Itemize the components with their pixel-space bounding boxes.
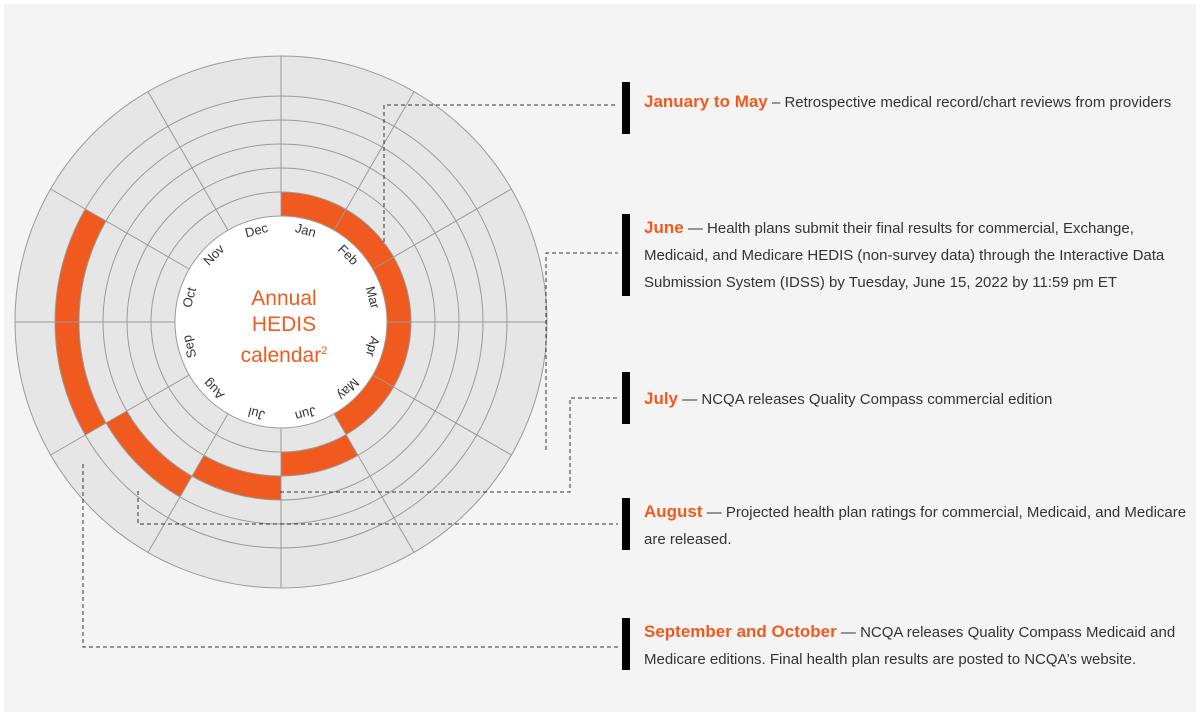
- month-label-apr: Apr: [363, 335, 383, 359]
- leader-line-4: [137, 491, 618, 525]
- title-line-3: calendar2: [214, 338, 354, 369]
- event-text: August — Projected health plan ratings f…: [644, 498, 1189, 553]
- title-line-1: Annual: [251, 287, 317, 310]
- event-description: Projected health plan ratings for commer…: [644, 504, 1187, 548]
- event-text: July — NCQA releases Quality Compass com…: [644, 385, 1189, 413]
- highlight-arc-1: [281, 192, 411, 435]
- month-spoke: [147, 413, 229, 553]
- month-label-jul: Jul: [246, 404, 266, 423]
- month-spoke: [333, 413, 415, 553]
- event-text: January to May – Retrospective medical r…: [644, 88, 1189, 116]
- event-separator: —: [840, 624, 856, 641]
- event-text: June — Health plans submit their final r…: [644, 214, 1189, 296]
- event-separator: —: [682, 391, 698, 408]
- month-spoke: [50, 188, 190, 270]
- month-spoke: [372, 374, 512, 456]
- title-superscript: 2: [321, 345, 328, 357]
- event-marker-bar: [622, 618, 630, 670]
- event-text: September and October — NCQA releases Qu…: [644, 618, 1189, 673]
- event-description: NCQA releases Quality Compass Medicaid a…: [644, 624, 1176, 668]
- event-heading: September and October: [644, 622, 837, 641]
- event-heading: January to May: [644, 92, 768, 111]
- highlight-arc-3: [192, 455, 281, 500]
- title-line-2: HEDIS: [251, 313, 317, 336]
- event-description: NCQA releases Quality Compass commercial…: [701, 391, 1053, 408]
- leader-line-2: [545, 252, 618, 450]
- event-marker-bar: [622, 498, 630, 550]
- event-separator: —: [687, 220, 703, 237]
- event-heading: July: [644, 389, 679, 408]
- leader-line-5: [82, 464, 618, 648]
- month-spoke: [333, 91, 415, 231]
- wheel-center: [174, 215, 388, 429]
- event-heading: August: [644, 502, 703, 521]
- event-description: Retrospective medical record/chart revie…: [784, 94, 1172, 111]
- month-label-dec: Dec: [243, 220, 270, 241]
- event-marker-bar: [622, 82, 630, 134]
- month-label-oct: Oct: [179, 285, 199, 309]
- event-separator: –: [771, 94, 781, 111]
- event-separator: —: [706, 504, 722, 521]
- event-description: Health plans submit their final results …: [644, 220, 1165, 291]
- event-heading: June: [644, 218, 684, 237]
- month-label-mar: Mar: [363, 285, 383, 311]
- month-spoke: [372, 188, 512, 270]
- month-label-sep: Sep: [179, 333, 199, 359]
- month-spoke: [147, 91, 229, 231]
- event-marker-bar: [622, 372, 630, 424]
- leader-line-1: [383, 104, 618, 242]
- month-label-jun: Jun: [294, 404, 318, 424]
- wheel-center-title: Annual HEDIS calendar2: [214, 286, 354, 369]
- event-marker-bar: [622, 214, 630, 296]
- month-spoke: [50, 374, 190, 456]
- highlight-arc-5: [54, 209, 107, 435]
- title-line-3-text: calendar: [240, 344, 322, 367]
- highlight-arc-4: [106, 411, 192, 497]
- month-label-jan: Jan: [294, 220, 318, 240]
- highlight-arc-2: [281, 434, 358, 476]
- leader-line-3: [280, 397, 618, 493]
